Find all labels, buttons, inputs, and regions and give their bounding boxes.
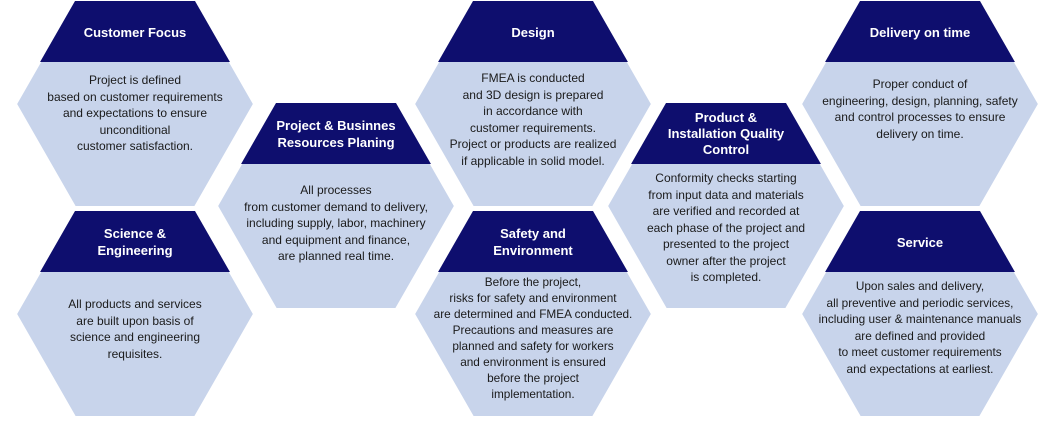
hexagon-shape: [413, 210, 653, 418]
hex-title: Project & Businnes Resources Planing: [276, 118, 396, 150]
hex-body: Conformity checks starting from input da…: [646, 171, 806, 284]
hex-body: Proper conduct of engineering, design, p…: [822, 77, 1018, 141]
hex-body: Upon sales and delivery, all preventive …: [818, 279, 1022, 376]
hexagon-header-band: [631, 103, 821, 164]
hexagon-header-band: [40, 211, 230, 272]
hexagon-shape: [15, 210, 255, 418]
hexagon-header-band: [241, 103, 431, 164]
hex-body: Before the project, risks for safety and…: [433, 275, 633, 401]
hexagon-shape: [800, 210, 1040, 418]
hexagon-header-band: [40, 1, 230, 62]
hex-project-resources: Project & Businnes Resources Planing All…: [216, 102, 456, 310]
hex-body: Project is defined based on customer req…: [47, 73, 223, 153]
hex-delivery: Delivery on time Proper conduct of engin…: [800, 0, 1040, 208]
hexagon-shape: [606, 102, 846, 310]
hex-title: Customer Focus: [83, 24, 187, 40]
hex-body: All processes from customer demand to de…: [244, 183, 428, 263]
hex-body: FMEA is conducted and 3D design is prepa…: [449, 71, 617, 168]
hex-science-engineering: Science & Engineering All products and s…: [15, 210, 255, 418]
hexagon-shape: [15, 0, 255, 208]
hexagon-shape: [800, 0, 1040, 208]
hex-title: Delivery on time: [869, 24, 971, 40]
hex-customer-focus: Customer Focus Project is defined based …: [15, 0, 255, 208]
hexagon-header-band: [438, 1, 628, 62]
hexagon-shape: [216, 102, 456, 310]
hex-title: Product & Installation Quality Control: [667, 110, 785, 157]
hex-body: All products and services are built upon…: [68, 297, 202, 361]
hex-title: Service: [896, 234, 944, 250]
hex-title: Safety and Environment: [493, 226, 573, 258]
hex-service: Service Upon sales and delivery, all pre…: [800, 210, 1040, 418]
hex-safety-environment: Safety and Environment Before the projec…: [413, 210, 653, 418]
hexagon-header-band: [438, 211, 628, 272]
hexagon-shape: [413, 0, 653, 208]
hex-design: Design FMEA is conducted and 3D design i…: [413, 0, 653, 208]
hex-title: Design: [511, 24, 555, 40]
hex-quality-control: Product & Installation Quality Control C…: [606, 102, 846, 310]
hex-title: Science & Engineering: [97, 226, 173, 258]
hexagon-header-band: [825, 1, 1015, 62]
hexagon-header-band: [825, 211, 1015, 272]
